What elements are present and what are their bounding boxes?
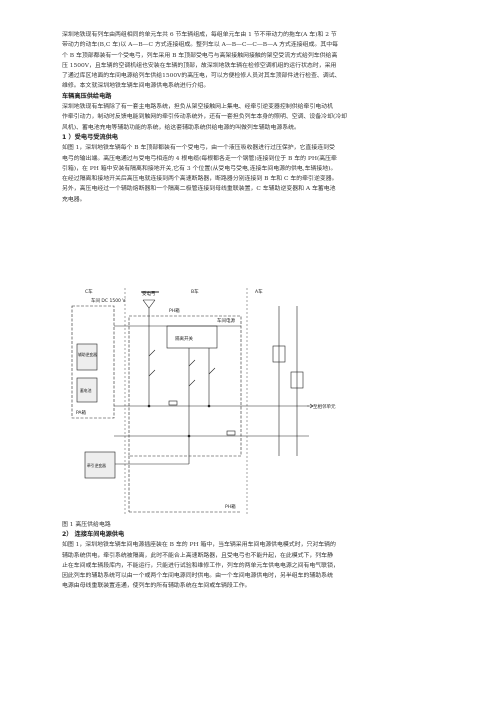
switch-symbol [148,349,156,377]
section1-line: 作牵引动力，制动时反馈电能到触网的牵引传动系统外，还有一套担负列车本身的照明、空… [62,114,348,121]
a-car-label: A车 [255,288,263,295]
fuse-symbol [226,430,236,436]
pantograph-label: 受电弓 [142,290,156,297]
sub1-line: 另外，高压电经过一个辅助熔断器和一个隔离二极管连接到母线重联装置，C 车辅助逆变… [62,186,336,193]
c-car-box-label: 蓄电池 [80,388,92,393]
section1-line: 深圳地铁现有车辆除了有一套主电路系统，担负从架空接触网上集电、经牵引逆变器控制供… [62,104,333,111]
section1-paragraph: 深圳地铁现有车辆除了有一套主电路系统，担负从架空接触网上集电、经牵引逆变器控制供… [62,102,436,133]
sub2-line: 因此列车的辅助系统可以由一个或两个车间电源同时供电。由一个车间电源供电时，另半组… [62,573,333,580]
c-car-enclosure [71,305,115,419]
ph-bottom-label: PH箱 [225,503,236,510]
sub1-paragraph: 如图 1，深圳地铁车辆每个 B 车顶部都装有一个受电弓，由一个液压吸收器进行过压… [62,143,436,205]
sub1-line: 如图 1，深圳地铁车辆每个 B 车顶部都装有一个受电弓，由一个液压吸收器进行过压… [62,145,335,152]
c-car-box [76,343,98,371]
node-dot [147,404,151,408]
pantograph-symbol [142,299,156,309]
intro-line: 带动力的动车(B,C 车)以 A—B—C 方式连接组成。整列车以 A—B—C—C… [62,42,338,49]
switch-symbol [188,359,196,387]
intro-line: 压 1500V，且车辆的空调机组也安装在车辆的顶部，故深圳地铁车辆在检修空调机组… [62,62,337,69]
c-car-box [76,377,98,403]
intro-line: 个 B 车顶部都装有一个受电弓，列车采用 B 车顶部受电弓与高架接触网接触的架空… [62,52,338,59]
subsection-heading: 1 ）受电弓受流供电 [62,133,118,141]
sub2-section: 2） 连接车间电源供电 如图 1，深圳地铁车辆车间电源插座装在 B 车的 PH … [62,530,436,592]
right-link-label: 至相邻单元 [313,403,336,410]
sub2-line: 电源由母线重联装置连通，使列车的所有辅助系统在车间或车辆段工作。 [62,583,251,590]
c-car-box-label: 辅助逆变器 [78,352,97,357]
sub1-line: 在经过隔离和接地开关后高压电就连接到两个高速断路器，断路器分别连接到 B 车和 … [62,176,338,183]
switch-symbol [208,367,216,375]
traction-inverter-box [84,451,116,479]
arrow-right-icon [307,403,314,409]
node-dot [207,404,211,408]
intro-line: 深圳地铁现有列车由两组相同的单元车共 6 节车辆组成，每组单元车由 1 节不带动… [62,32,337,38]
pa-box-label: PA箱 [76,409,87,416]
a-car-component [290,371,304,389]
dc-label: 车间 DC 1500 V [91,297,126,304]
sub2-line: 止在车间或车辆段库内，不能运行，只能进行试验和维修工作，列车的两单元车供电电源之… [62,562,339,569]
ph-label: PH箱 [169,307,180,314]
sub1-line: 充电器。 [62,196,86,203]
figure-caption: 图 1 高压供给电路 [62,522,111,528]
ph-enclosure [128,315,242,457]
a-car-component [272,345,286,363]
shop-supply-label: 车间电源 [217,317,235,324]
intro-line: 了通过库区地面的车间电源给列车供给1500V的高压电，可以方便检修人员对其车顶部… [62,73,341,80]
intro-line: 维修。本文就深圳地铁车辆车间电源供电系统进行介绍。 [62,83,210,90]
section-heading: 车辆高压供给电路 [62,92,112,100]
sub1-line: 电弓的输出端。高压电通过与受电弓相连的 4 根电缆(每根都各走一个钢管)连接到位… [62,155,337,162]
sub2-line: 如图 1，深圳地铁车辆车间电源插座装在 B 车的 PH 箱中，当车辆采用车间电源… [62,542,336,549]
document-body: 深圳地铁现有列车由两组相同的单元车共 6 节车辆组成，每组单元车由 1 节不带动… [62,30,436,205]
isolator-label: 隔离开关 [175,335,193,342]
sub1-line: 引箱)，在 PH 箱中安装有隔离和接地开关,它有 3 个位置(从受电弓受电,连接… [62,165,337,172]
circuit-diagram: C车 B车 A车 受电弓 车间 DC 1500 V 辅助逆变器 蓄电池 PA箱 … [71,288,336,514]
traction-inverter-label: 牵引逆变器 [87,463,106,468]
b-car-label: B车 [191,288,199,295]
fuse-symbol [168,400,178,406]
sub2-line: 辅助系统供电，牵引系统被隔离，此时不能合上高速断路器，且受电弓也不能升起，在此模… [62,552,333,559]
section1-line: 风机)、蓄电池充电等辅助功能的系统，给这套辅助系统供给电源的叫做列车辅助电源系统… [62,124,300,131]
c-car-label: C车 [85,288,93,295]
subsection-heading: 2） 连接车间电源供电 [62,531,125,538]
intro-paragraph: 深圳地铁现有列车由两组相同的单元车共 6 节车辆组成，每组单元车由 1 节不带动… [62,30,436,92]
